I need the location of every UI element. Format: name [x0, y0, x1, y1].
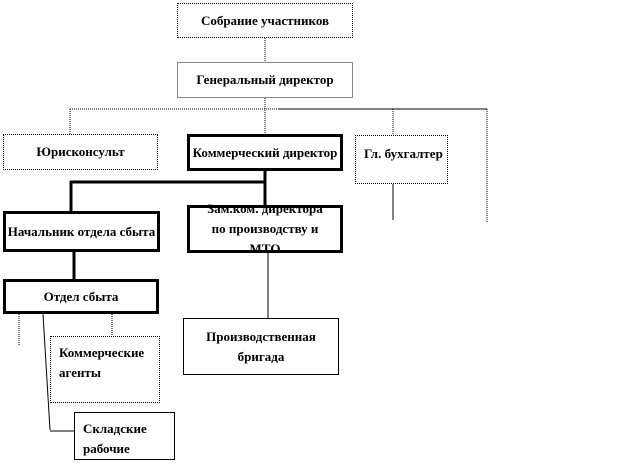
node-chief-accountant: Гл. бухгалтер [355, 135, 448, 184]
node-warehouse: Складские рабочие [74, 412, 175, 460]
node-legal: Юрисконсульт [3, 134, 158, 170]
node-production-brigade: Производственная бригада [183, 318, 339, 375]
node-commercial-director: Коммерческий директор [187, 134, 343, 171]
node-assembly: Собрание участников [177, 3, 353, 38]
node-deputy: Зам.ком. директора по производству и МТО [187, 201, 343, 256]
node-ceo: Генеральный директор [177, 62, 353, 98]
node-sales-dept: Отдел сбыта [3, 279, 159, 314]
node-sales-head: Начальник отдела сбыта [3, 211, 160, 252]
node-agents: Коммерческие агенты [50, 336, 160, 403]
